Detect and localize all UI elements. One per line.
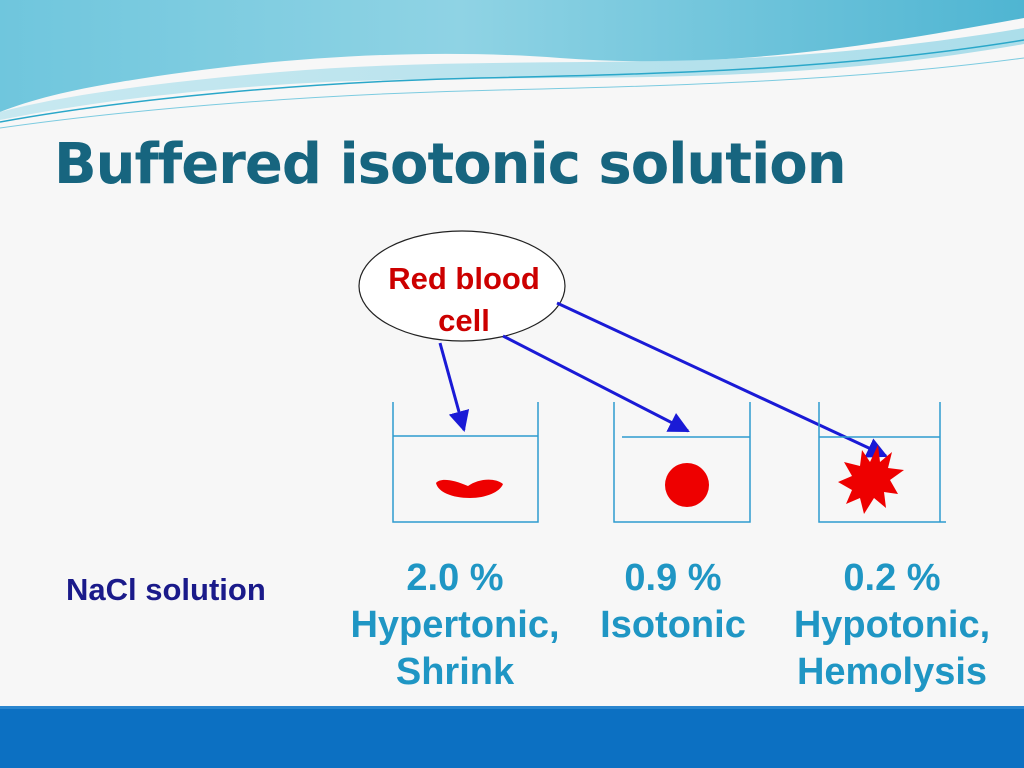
concentration-value: 0.2 %: [843, 557, 941, 599]
label-hypotonic: 0.2 % Hypotonic, Hemolysis: [788, 555, 996, 696]
wave-line-2: [0, 57, 1024, 129]
footer-bar: [0, 706, 1024, 768]
round-cell-icon: [665, 463, 709, 507]
arrow-to-hypotonic: [556, 301, 888, 458]
slide-title: Buffered isotonic solution: [54, 132, 847, 197]
tonicity-label: Hypertonic,: [350, 604, 560, 646]
beaker-hypotonic: [818, 402, 946, 523]
concentration-value: 0.9 %: [624, 557, 722, 599]
tonicity-label: Isotonic: [600, 604, 746, 646]
concentration-value: 2.0 %: [406, 557, 504, 599]
tonicity-label: Hypotonic,: [793, 604, 991, 646]
red-blood-cell-label: Red blood cell: [360, 258, 568, 342]
effect-label: Hemolysis: [796, 651, 988, 693]
nacl-solution-label: NaCl solution: [66, 572, 266, 607]
burst-cell-icon: [838, 445, 904, 514]
arrow-to-isotonic: [502, 334, 690, 433]
wave-banner: [0, 0, 1024, 129]
wave-light: [0, 28, 1024, 120]
label-isotonic: 0.9 % Isotonic: [594, 555, 752, 649]
label-hypertonic: 2.0 % Hypertonic, Shrink: [346, 555, 564, 696]
wave-top: [0, 0, 1024, 112]
cell-label-line-1: Red blood: [388, 261, 540, 296]
red-blood-cell-bubble: [358, 230, 566, 342]
cell-label-line-2: cell: [438, 303, 490, 338]
arrow-to-hypertonic: [438, 342, 470, 433]
effect-label: Shrink: [395, 651, 515, 693]
beaker-hypertonic: [392, 402, 539, 523]
beaker-isotonic: [613, 402, 751, 523]
wave-line-1: [0, 39, 1024, 123]
crenated-cell-icon: [436, 479, 503, 498]
